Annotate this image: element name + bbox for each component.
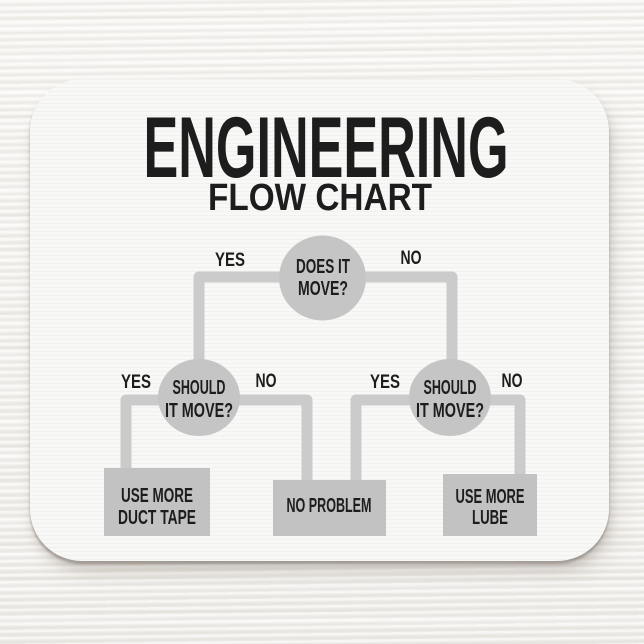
right-question-line1: SHOULD (424, 377, 477, 399)
duct-tape-label-line2: DUCT TAPE (118, 507, 196, 529)
lube-label-line2: LUBE (472, 507, 508, 529)
right-question-line2: IT MOVE? (416, 400, 484, 422)
outcome-box-no-problem (273, 480, 386, 536)
flow-chart-subtitle: FLOW CHART (208, 177, 432, 219)
decision-node-does-it-move (279, 235, 366, 321)
root-question-line2: MOVE? (298, 278, 348, 300)
outcome-box-lube (443, 474, 537, 536)
outcome-box-duct-tape (104, 468, 210, 536)
root-question-line1: DOES IT (296, 256, 350, 278)
left-question-line2: IT MOVE? (165, 400, 233, 422)
left-question-line1: SHOULD (173, 377, 226, 399)
lube-label-line1: USE MORE (456, 486, 525, 508)
decision-node-should-it-move-right (409, 359, 491, 436)
decision-node-should-it-move-left (158, 359, 240, 436)
no-problem-label: NO PROBLEM (287, 495, 372, 517)
label-yes-root: YES (215, 250, 245, 271)
duct-tape-label-line1: USE MORE (121, 485, 193, 507)
printed-text-group: ENGINEERING FLOW CHART YES NO DOES IT MO… (118, 100, 525, 529)
label-yes-right: YES (370, 372, 400, 393)
label-yes-left: YES (121, 372, 151, 393)
engineering-title: ENGINEERING (144, 100, 509, 196)
label-no-right: NO (502, 371, 523, 392)
label-no-left: NO (256, 371, 277, 392)
label-no-root: NO (401, 248, 422, 269)
